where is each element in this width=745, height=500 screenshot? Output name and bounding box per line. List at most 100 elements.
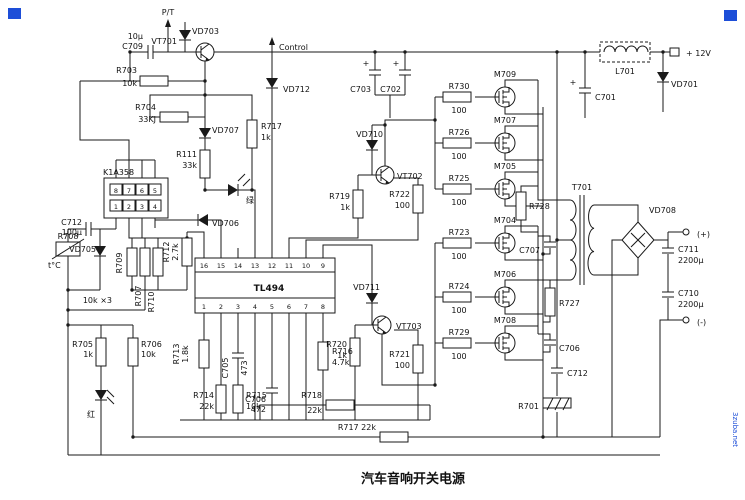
diode-vd706 — [197, 213, 209, 227]
resistor-r722 — [412, 184, 424, 214]
r714-value: 22k — [199, 402, 214, 411]
c706b-label: C706 — [559, 344, 580, 353]
tl494-pin9: 9 — [321, 262, 325, 270]
r708-label: R708 — [58, 232, 79, 241]
c706a-value: 472 — [251, 405, 266, 414]
r719-label: R719 — [329, 192, 350, 201]
tl494-pin10: 10 — [302, 262, 310, 270]
watermark-badge-top-left — [8, 8, 21, 19]
m704-label: M704 — [494, 216, 516, 225]
c702-label: C702 — [380, 85, 401, 94]
c711-label: C711 — [678, 245, 699, 254]
capacitor-c703 — [368, 69, 382, 76]
c711-value: 2200μ — [678, 256, 703, 265]
vd712-label: VD712 — [283, 85, 310, 94]
vd705-label: VD705 — [69, 245, 96, 254]
vd701-label: VD701 — [671, 80, 698, 89]
vd711-label: VD711 — [353, 283, 380, 292]
resistor-r715 — [232, 384, 244, 414]
r708-temp-label: t°C — [48, 261, 61, 270]
v12-label: + 12V — [686, 49, 711, 58]
r716-value: 4.7k — [332, 358, 350, 367]
c703-plus: + — [363, 59, 370, 68]
resistor-r704 — [159, 111, 189, 123]
capacitor-c706a — [265, 387, 279, 394]
r709-label: R709 — [115, 253, 124, 274]
capacitor-c709 — [147, 44, 154, 60]
r717a-value: 1k — [261, 133, 271, 142]
vt701-label: VT701 — [151, 37, 177, 46]
r705-value: 1k — [83, 350, 93, 359]
c705-label: C705 — [221, 358, 230, 379]
capacitor-c701 — [578, 87, 592, 94]
resistor-r713 — [198, 339, 210, 369]
k1a358-pin5: 5 — [153, 187, 157, 195]
r718-label: R718 — [301, 391, 322, 400]
r723-value: 100 — [451, 252, 466, 261]
k1a358-pin2: 2 — [127, 203, 131, 211]
r722-value: 100 — [395, 201, 410, 210]
wires-tl494-section — [68, 189, 668, 456]
r718-value: 22k — [307, 406, 322, 415]
mosfet-m709 — [494, 86, 516, 108]
r716-label: R716 — [332, 347, 353, 356]
capacitor-c712a — [85, 221, 92, 237]
r725-value: 100 — [451, 198, 466, 207]
resistor-r703 — [139, 75, 169, 87]
r710-label: R710 — [147, 292, 156, 313]
inductor-l701 — [599, 41, 651, 63]
resistor-r728 — [515, 191, 527, 221]
red-led-label: 红 — [87, 409, 95, 419]
resistor-r701 — [542, 397, 572, 411]
r703-value: 10k — [122, 79, 137, 88]
m709-label: M709 — [494, 70, 516, 79]
wires-top-rail — [214, 44, 672, 437]
green-led-label: 绿 — [246, 196, 254, 205]
r721-label: R721 — [389, 350, 410, 359]
r727-label: R727 — [559, 299, 580, 308]
c707-label: C707 — [519, 246, 540, 255]
r715-label: R715 — [246, 391, 267, 400]
capacitor-c706b — [543, 339, 557, 346]
resistor-r719 — [352, 189, 364, 219]
resistor-r709 — [126, 247, 138, 277]
ic-k1a358 — [103, 177, 169, 219]
c702-plus: + — [393, 59, 400, 68]
vd708-label: VD708 — [649, 206, 676, 215]
control-arrow-icon — [269, 37, 275, 45]
junction-dots — [66, 50, 665, 439]
r714-label: R714 — [193, 391, 214, 400]
vd707-label: VD707 — [212, 126, 239, 135]
resistor-r711 — [199, 149, 211, 179]
k1a358-pin3: 3 — [140, 203, 144, 211]
v12-terminal-icon — [669, 47, 680, 57]
zener-vd701 — [656, 71, 670, 83]
m708-label: M708 — [494, 316, 516, 325]
resistor-r718 — [325, 399, 355, 411]
r720-label: R720 — [326, 340, 347, 349]
r717a-label: R717 — [261, 122, 282, 131]
tl494-pin15: 15 — [217, 262, 225, 270]
r712-value: 2.7k — [171, 243, 180, 261]
tl494-pin11: 11 — [285, 262, 293, 270]
k1a358-pin6: 6 — [140, 187, 144, 195]
c709-label: C709 — [122, 42, 143, 51]
diode-vd703 — [178, 29, 192, 41]
resistor-r725 — [442, 183, 472, 195]
bridge-rectifier-vd708 — [621, 221, 655, 259]
tl494-pin12: 12 — [268, 262, 276, 270]
m706-label: M706 — [494, 270, 516, 279]
r729-value: 100 — [451, 352, 466, 361]
r703-label: R703 — [116, 66, 137, 75]
r721-value: 100 — [395, 361, 410, 370]
output-negative-label: (-) — [697, 318, 706, 327]
r712-label: R712 — [162, 242, 171, 263]
tl494-pin5: 5 — [270, 303, 274, 311]
c709-value: 10μ — [128, 32, 143, 41]
r728-label: R728 — [529, 202, 550, 211]
vt702-label: VT702 — [397, 172, 423, 181]
tl494-pin16: 16 — [200, 262, 208, 270]
vt703-label: VT703 — [396, 322, 422, 331]
pt-arrow-icon — [165, 19, 171, 27]
